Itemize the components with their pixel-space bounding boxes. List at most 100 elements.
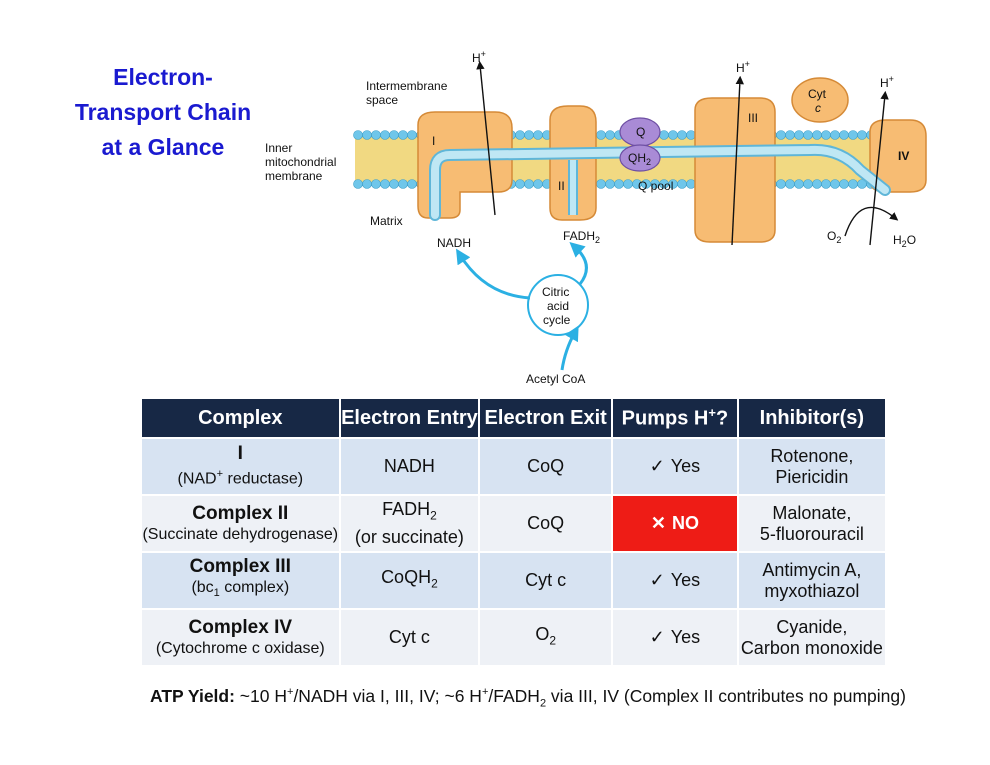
- lipid-head: [812, 130, 822, 140]
- table-row-complex-i: I (NAD+ reductase) NADH CoQ ✓Yes Rotenon…: [140, 437, 888, 496]
- cell-inhibitors: Malonate,5-fluorouracil: [736, 494, 888, 553]
- table-row-complex-ii: Complex II (Succinate dehydrogenase) FAD…: [140, 494, 888, 553]
- lipid-head: [830, 130, 840, 140]
- lipid-head: [515, 179, 525, 189]
- cell-pumps-no: ✕NO: [611, 494, 739, 553]
- x-icon: ✕: [650, 513, 666, 533]
- label-complex-iii: III: [748, 111, 758, 125]
- label-q: Q: [636, 125, 645, 139]
- lipid-head: [596, 130, 606, 140]
- table-row-complex-iv: Complex IV (Cytochrome c oxidase) Cyt c …: [140, 608, 888, 667]
- check-icon: ✓: [649, 627, 665, 647]
- cell-complex: Complex III (bc1 complex): [140, 551, 341, 610]
- lipid-head: [362, 130, 372, 140]
- check-icon: ✓: [649, 456, 665, 476]
- header-complex: Complex: [140, 397, 341, 439]
- header-electron-exit: Electron Exit: [478, 397, 614, 439]
- atp-label: ATP Yield:: [150, 686, 235, 706]
- lipid-head: [389, 179, 399, 189]
- lipid-head: [821, 130, 831, 140]
- label-h2o: H2O: [893, 233, 916, 249]
- label-nadh: NADH: [437, 236, 471, 250]
- lipid-head: [794, 130, 804, 140]
- etc-summary-table: Complex Electron Entry Electron Exit Pum…: [140, 397, 888, 667]
- cycle-arrow-nadh: [456, 248, 531, 300]
- lipid-head: [533, 179, 543, 189]
- label-h-plus-2: H+: [736, 59, 750, 75]
- label-c: c: [815, 101, 821, 115]
- cell-entry: CoQH2: [338, 551, 481, 610]
- header-inhibitors: Inhibitor(s): [736, 397, 888, 439]
- cell-exit: CoQ: [478, 494, 614, 553]
- cell-inhibitors: Antimycin A,myxothiazol: [736, 551, 888, 610]
- title-line-2: Transport Chain: [74, 99, 252, 125]
- label-fadh2: FADH2: [563, 229, 600, 245]
- complex-i-shape: [417, 111, 513, 219]
- lipid-head: [821, 179, 831, 189]
- atp-yield-note: ATP Yield: ~10 H+/NADH via I, III, IV; ~…: [150, 686, 906, 710]
- label-mitochondrial: mitochondrial: [265, 155, 336, 169]
- lipid-head: [605, 179, 615, 189]
- lipid-head: [398, 130, 408, 140]
- page-title: Electron- Transport Chain at a Glance: [58, 60, 268, 165]
- cycle-arrow-fadh: [569, 241, 588, 285]
- proton-arrow-i: [476, 60, 496, 216]
- cytochrome-c-shape: [791, 77, 849, 123]
- cell-inhibitors: Rotenone,Piericidin: [736, 437, 888, 496]
- lipid-head: [407, 179, 417, 189]
- etc-membrane-diagram: Intermembrane space Inner mitochondrial …: [265, 49, 927, 386]
- label-inner: Inner: [265, 141, 292, 155]
- lipid-head: [389, 130, 399, 140]
- lipid-head: [614, 179, 624, 189]
- label-q-pool: Q pool: [638, 179, 673, 193]
- lipid-head: [848, 130, 858, 140]
- cycle-arrow-acetyl: [560, 325, 579, 371]
- lipid-head: [812, 179, 822, 189]
- title-line-3: at a Glance: [101, 134, 225, 160]
- lipid-head: [677, 179, 687, 189]
- cell-entry: Cyt c: [338, 608, 481, 667]
- check-icon: ✓: [649, 570, 665, 590]
- lipid-head: [524, 179, 534, 189]
- qh2-shape: [619, 144, 661, 172]
- table-header-row: Complex Electron Entry Electron Exit Pum…: [140, 397, 888, 439]
- title-line-1: Electron-: [113, 64, 213, 90]
- lipid-head: [686, 130, 696, 140]
- lipid-head: [371, 179, 381, 189]
- cell-pumps: ✓Yes: [611, 608, 739, 667]
- cell-complex: Complex IV (Cytochrome c oxidase): [140, 608, 341, 667]
- lipid-head: [785, 130, 795, 140]
- lipid-head: [605, 130, 615, 140]
- lipid-head: [596, 179, 606, 189]
- lipid-head: [515, 130, 525, 140]
- cell-entry: FADH2(or succinate): [338, 494, 481, 553]
- lipid-head: [623, 179, 633, 189]
- lipid-head: [839, 130, 849, 140]
- label-matrix: Matrix: [370, 214, 403, 228]
- cell-exit: O2: [478, 608, 614, 667]
- lipid-head: [848, 179, 858, 189]
- label-o2: O2: [827, 229, 841, 245]
- cell-pumps: ✓Yes: [611, 551, 739, 610]
- label-space: space: [366, 93, 398, 107]
- lipid-head: [677, 130, 687, 140]
- label-acid: acid: [547, 299, 569, 313]
- lipid-head: [398, 179, 408, 189]
- lipid-head: [839, 179, 849, 189]
- lipid-head: [776, 130, 786, 140]
- label-membrane: membrane: [265, 169, 323, 183]
- lipid-head: [353, 130, 363, 140]
- lipid-head: [830, 179, 840, 189]
- label-qh2: QH2: [628, 151, 651, 167]
- lipid-head: [794, 179, 804, 189]
- lipid-head: [533, 130, 543, 140]
- cell-pumps: ✓Yes: [611, 437, 739, 496]
- lipid-head: [362, 179, 372, 189]
- label-h-plus-3: H+: [880, 74, 894, 90]
- cell-inhibitors: Cyanide,Carbon monoxide: [736, 608, 888, 667]
- lipid-head: [803, 179, 813, 189]
- label-complex-i: I: [432, 134, 435, 148]
- cell-entry: NADH: [338, 437, 481, 496]
- lipid-head: [668, 130, 678, 140]
- label-complex-ii: II: [558, 179, 565, 193]
